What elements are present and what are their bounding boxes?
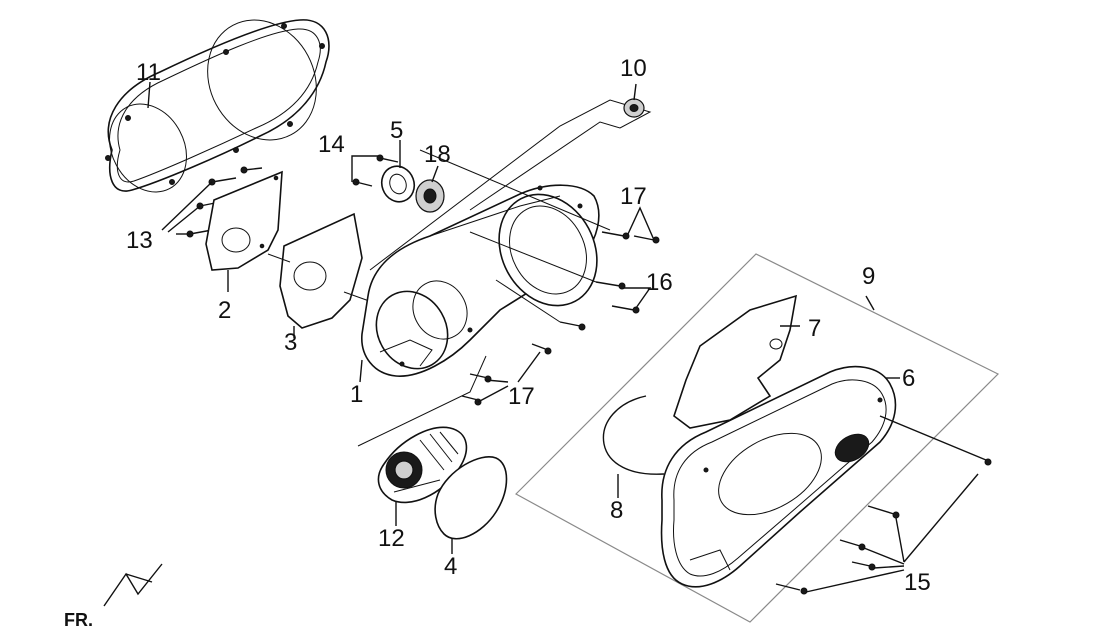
part-17-bolts-top[interactable] [601, 231, 660, 244]
part-14-bolts[interactable] [352, 154, 399, 187]
front-label: FR. [64, 610, 93, 630]
part-1-cover[interactable] [361, 177, 616, 381]
callout-17-bottom: 17 [508, 383, 535, 410]
callout-14: 14 [318, 131, 345, 158]
callout-16: 16 [646, 269, 673, 296]
part-12-cover-plate[interactable] [377, 426, 468, 504]
part-4-filter[interactable] [434, 456, 508, 540]
callout-18: 18 [424, 141, 451, 168]
part-18-bearing[interactable] [415, 179, 445, 213]
part-16-bolts[interactable] [595, 281, 640, 314]
part-2-plate[interactable] [205, 170, 283, 271]
part-5-seal[interactable] [377, 162, 419, 207]
part-10-bushing[interactable] [623, 98, 645, 118]
front-direction-indicator: FR. [64, 563, 163, 630]
part-3-gasket[interactable] [279, 212, 363, 329]
part-15-screws[interactable] [775, 415, 992, 595]
callout-2: 2 [218, 297, 231, 324]
callout-9: 9 [862, 263, 875, 290]
callout-1: 1 [350, 381, 363, 408]
callout-5: 5 [390, 117, 403, 144]
part-7-plate[interactable] [673, 294, 798, 429]
callout-11: 11 [136, 59, 161, 86]
part-8-clip[interactable] [602, 395, 665, 475]
callout-13: 13 [126, 227, 153, 254]
callout-labels: 11 10 5 14 18 17 13 16 2 3 9 7 6 1 17 8 … [126, 55, 931, 596]
callout-6: 6 [902, 365, 915, 392]
part-11-gasket[interactable] [95, 1, 337, 206]
callout-17-top: 17 [620, 183, 647, 210]
part-6-outer-cover[interactable] [660, 365, 897, 588]
part-9-group-box [515, 253, 1000, 623]
callout-10: 10 [620, 55, 647, 82]
callout-3: 3 [284, 329, 297, 356]
callout-7: 7 [808, 315, 821, 342]
callout-8: 8 [610, 497, 623, 524]
callout-12: 12 [378, 525, 405, 552]
callout-15: 15 [904, 569, 931, 596]
callout-4: 4 [444, 553, 457, 580]
